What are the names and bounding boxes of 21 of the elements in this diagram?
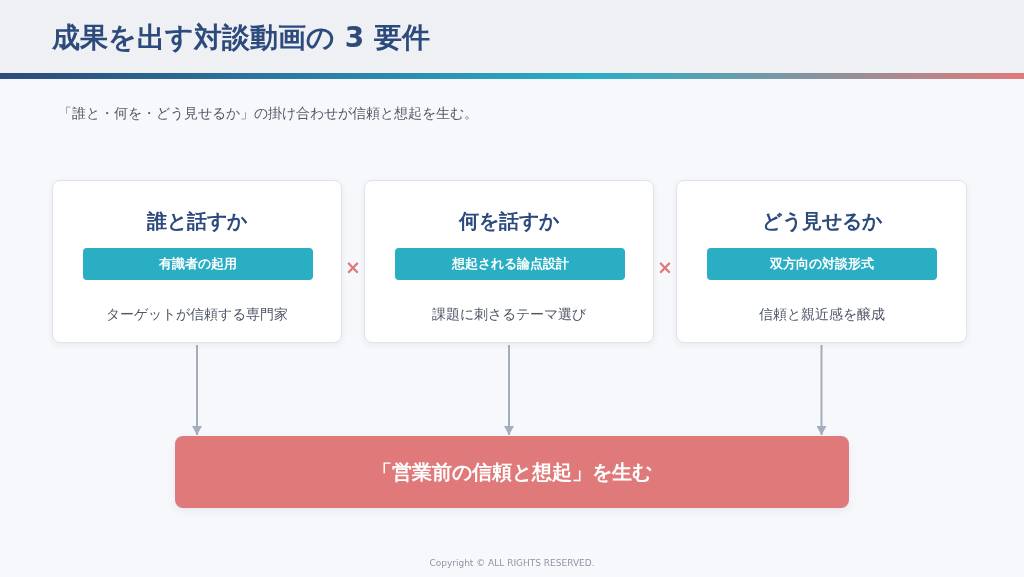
- requirement-card: [676, 180, 967, 343]
- card-heading: どう見せるか: [761, 208, 882, 234]
- requirement-card: [52, 180, 342, 343]
- requirement-card: [364, 180, 654, 343]
- card-heading: 何を話すか: [459, 208, 559, 234]
- multiply-sign: ×: [345, 255, 361, 279]
- highlight-bar: 想起される論点設計: [395, 248, 625, 280]
- multiply-sign: ×: [657, 255, 673, 279]
- card-description: 信頼と親近感を醸成: [758, 305, 885, 324]
- highlight-bar: 双方向の対談形式: [707, 248, 937, 280]
- title: 成果を出す対談動画の 3 要件: [52, 21, 430, 55]
- arrow: [192, 344, 202, 436]
- arrow: [504, 344, 514, 436]
- result-box: 「営業前の信頼と想起」を生む: [175, 436, 849, 508]
- card-description: 課題に刺さるテーマ選び: [432, 305, 586, 324]
- arrow: [816, 344, 827, 436]
- subtitle: 「誰と・何を・どう見せるか」の掛け合わせが信頼と想起を生む。: [58, 104, 478, 123]
- card-heading: 誰と話すか: [147, 208, 247, 234]
- highlight-bar: 有識者の起用: [83, 248, 313, 280]
- copyright-note: Copyright © ALL RIGHTS RESERVED.: [429, 557, 595, 569]
- card-description: ターゲットが信頼する専門家: [106, 305, 288, 324]
